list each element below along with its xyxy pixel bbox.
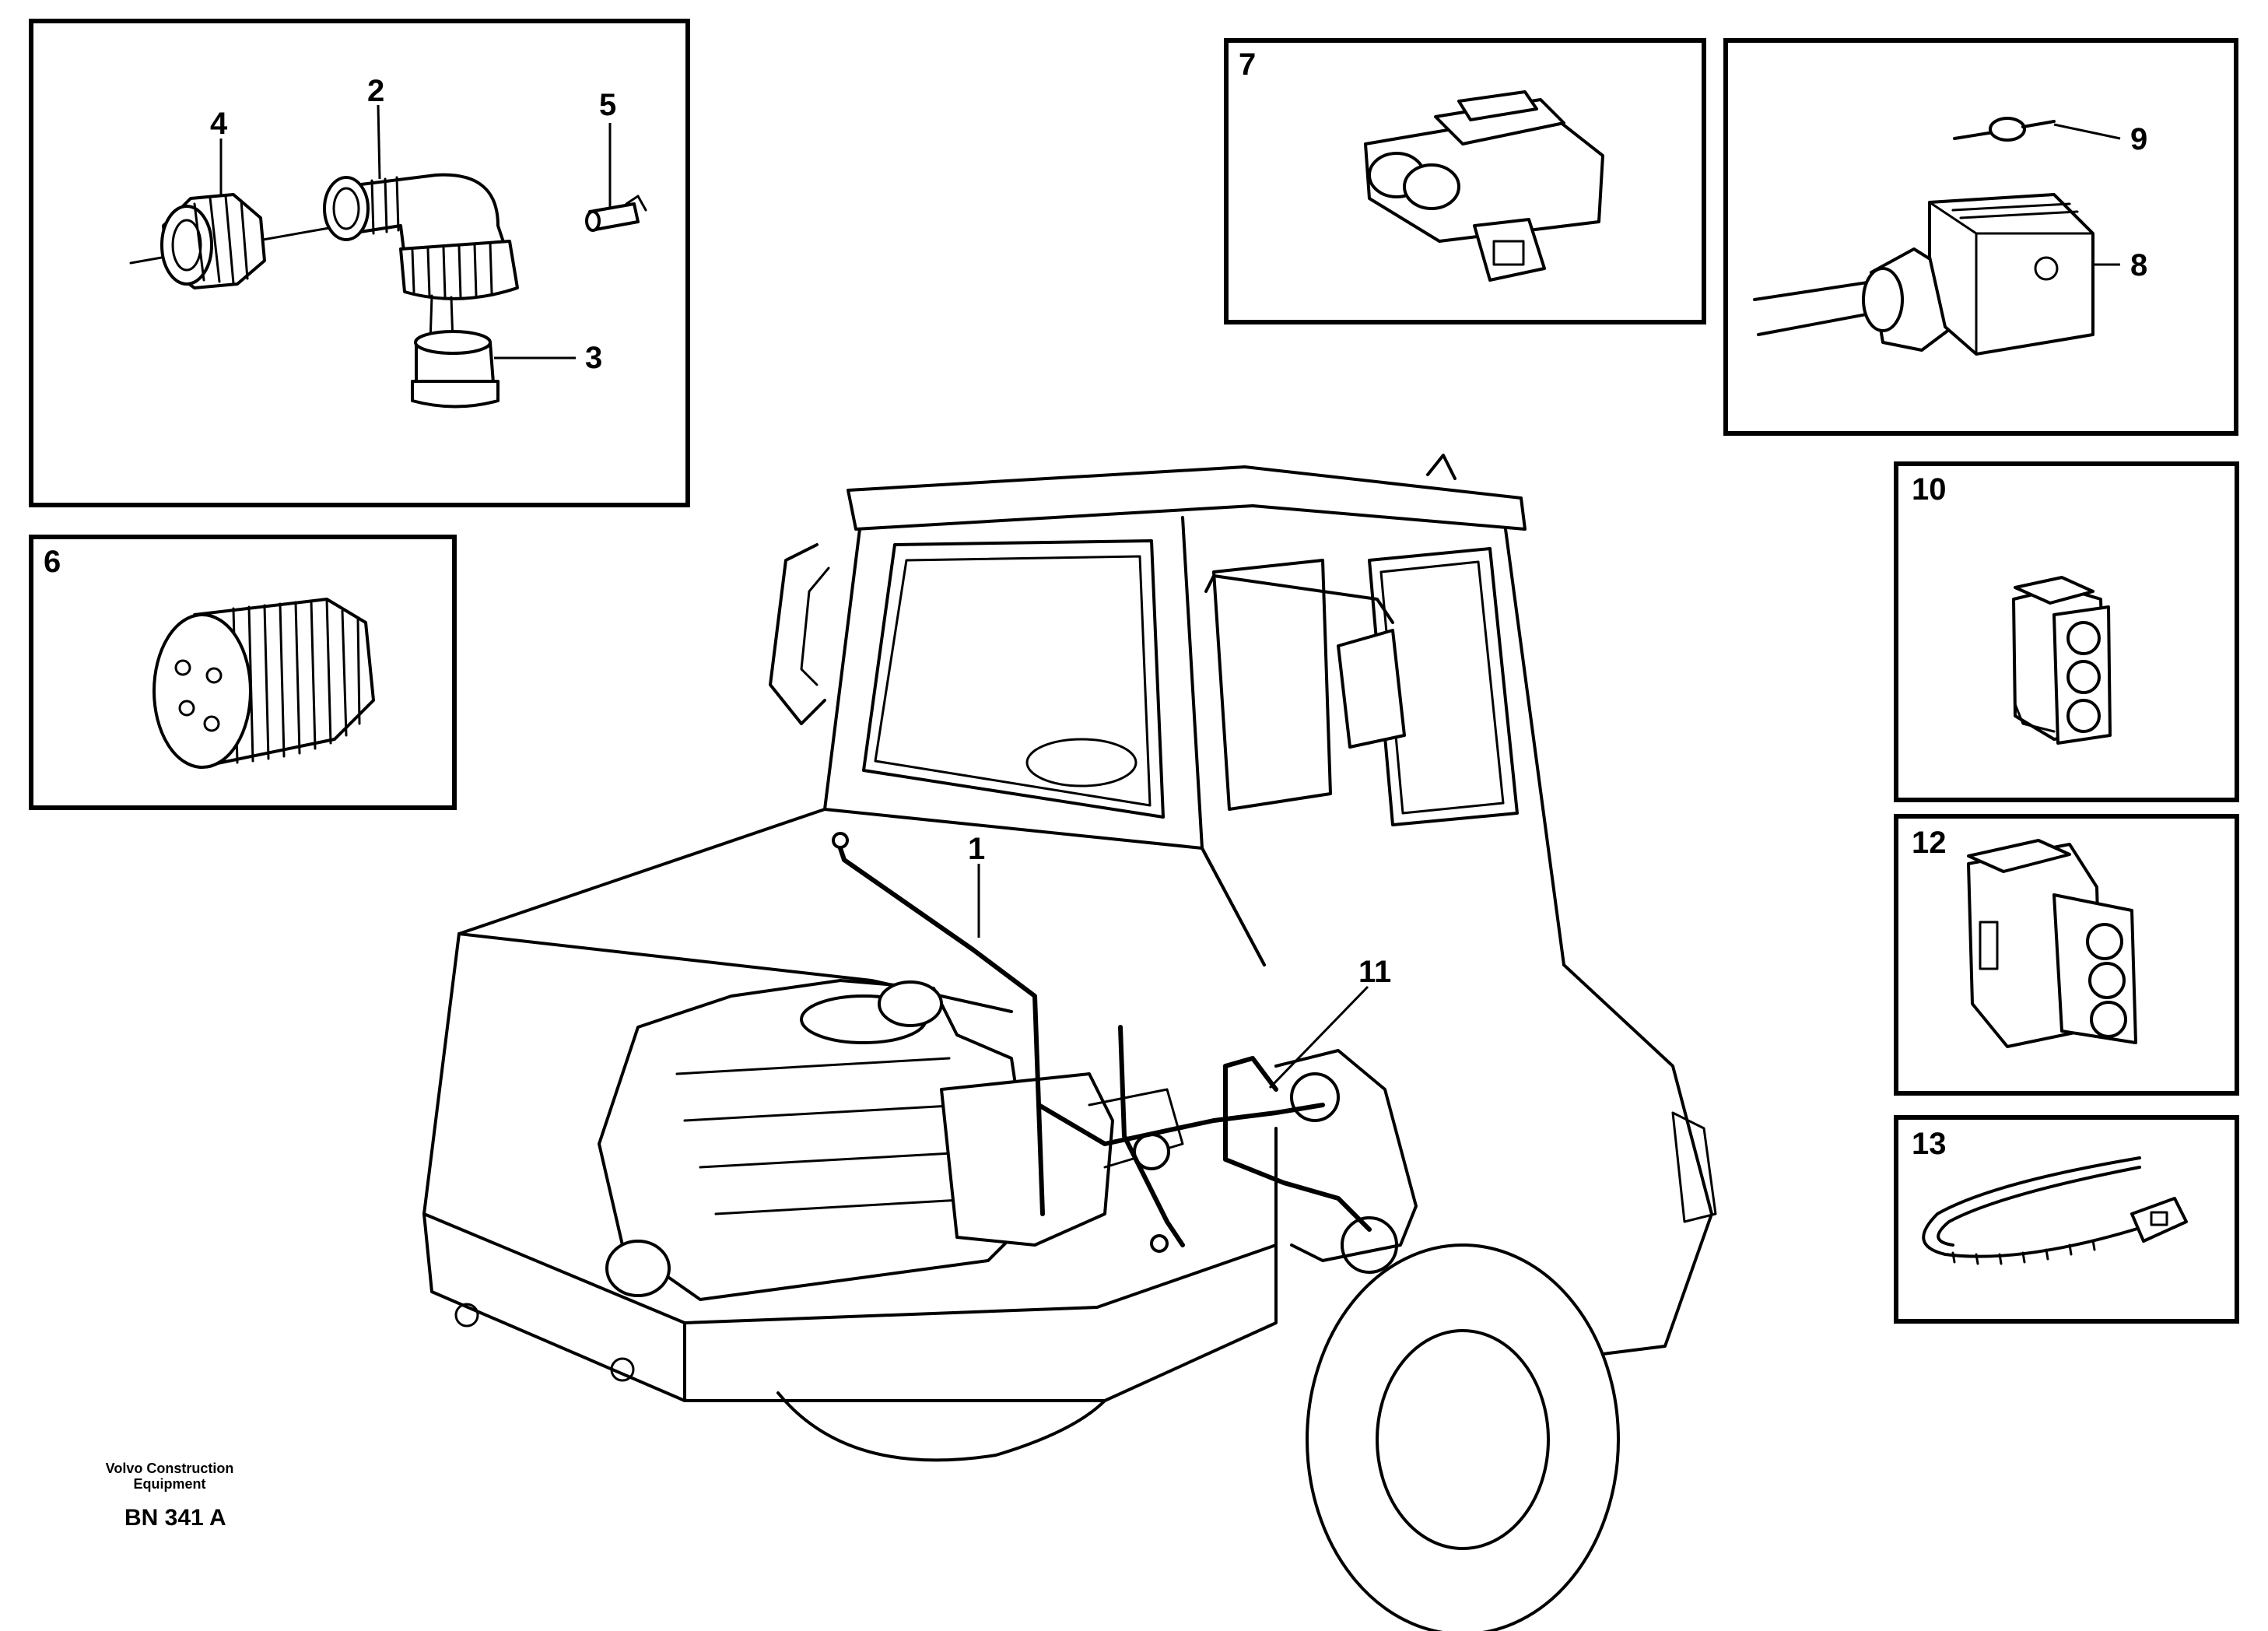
round-connector-part: [152, 598, 375, 769]
callout-12: 12: [1912, 826, 1947, 860]
callout-11: 11: [1358, 955, 1391, 989]
callout-6: 6: [44, 545, 61, 579]
callout-7: 7: [1239, 47, 1256, 82]
footer: Volvo Construction Equipment BN 341 A: [106, 1461, 234, 1531]
cable-tie-part: [1922, 1156, 2188, 1265]
two-pin-connector-part: [1364, 90, 1604, 282]
drawing-code: BN 341 A: [124, 1505, 226, 1531]
leader-2: [377, 104, 381, 180]
callout-1: 1: [968, 832, 985, 866]
inset-box-part-10: 10: [1894, 461, 2239, 802]
callout-3: 3: [585, 341, 602, 375]
valve-plug-part: [1753, 193, 2094, 356]
nut-part: [129, 193, 344, 289]
inset-box-part-6: 6: [29, 535, 457, 810]
callout-5: 5: [599, 88, 616, 122]
loader-machine-drawing: 1 11: [422, 454, 1717, 1631]
callout-10: 10: [1912, 472, 1947, 507]
company-name-line1: Volvo Construction: [106, 1461, 234, 1476]
pin-part: [1953, 117, 2056, 142]
callout-13: 13: [1912, 1127, 1947, 1161]
sensor-cap-part: [411, 330, 500, 409]
inset-box-part-12: 12: [1894, 814, 2239, 1096]
inset-box-parts-8-9: 9 8: [1723, 38, 2238, 436]
inset-box-part-7: 7: [1224, 38, 1706, 324]
inset-box-parts-2-5: 4 2 5 3: [29, 19, 690, 507]
callout-8: 8: [2130, 248, 2147, 282]
leader-9: [2053, 123, 2121, 140]
callout-9: 9: [2130, 122, 2147, 156]
company-name-line2: Equipment: [134, 1476, 206, 1492]
leader-11: [1268, 985, 1369, 1089]
callout-4: 4: [210, 107, 228, 141]
elbow-fitting-part: [323, 173, 519, 344]
terminal-part: [585, 195, 647, 232]
inset-box-part-13: 13: [1894, 1115, 2239, 1324]
large-three-pin-connector-part: [1967, 839, 2137, 1048]
callout-2: 2: [367, 74, 384, 108]
three-pin-connector-part: [2012, 576, 2112, 745]
